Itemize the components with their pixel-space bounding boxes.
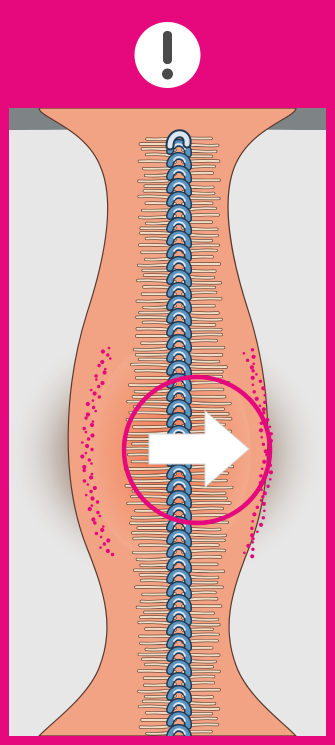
warning-illustration [0,0,335,745]
card-frame [0,0,335,745]
